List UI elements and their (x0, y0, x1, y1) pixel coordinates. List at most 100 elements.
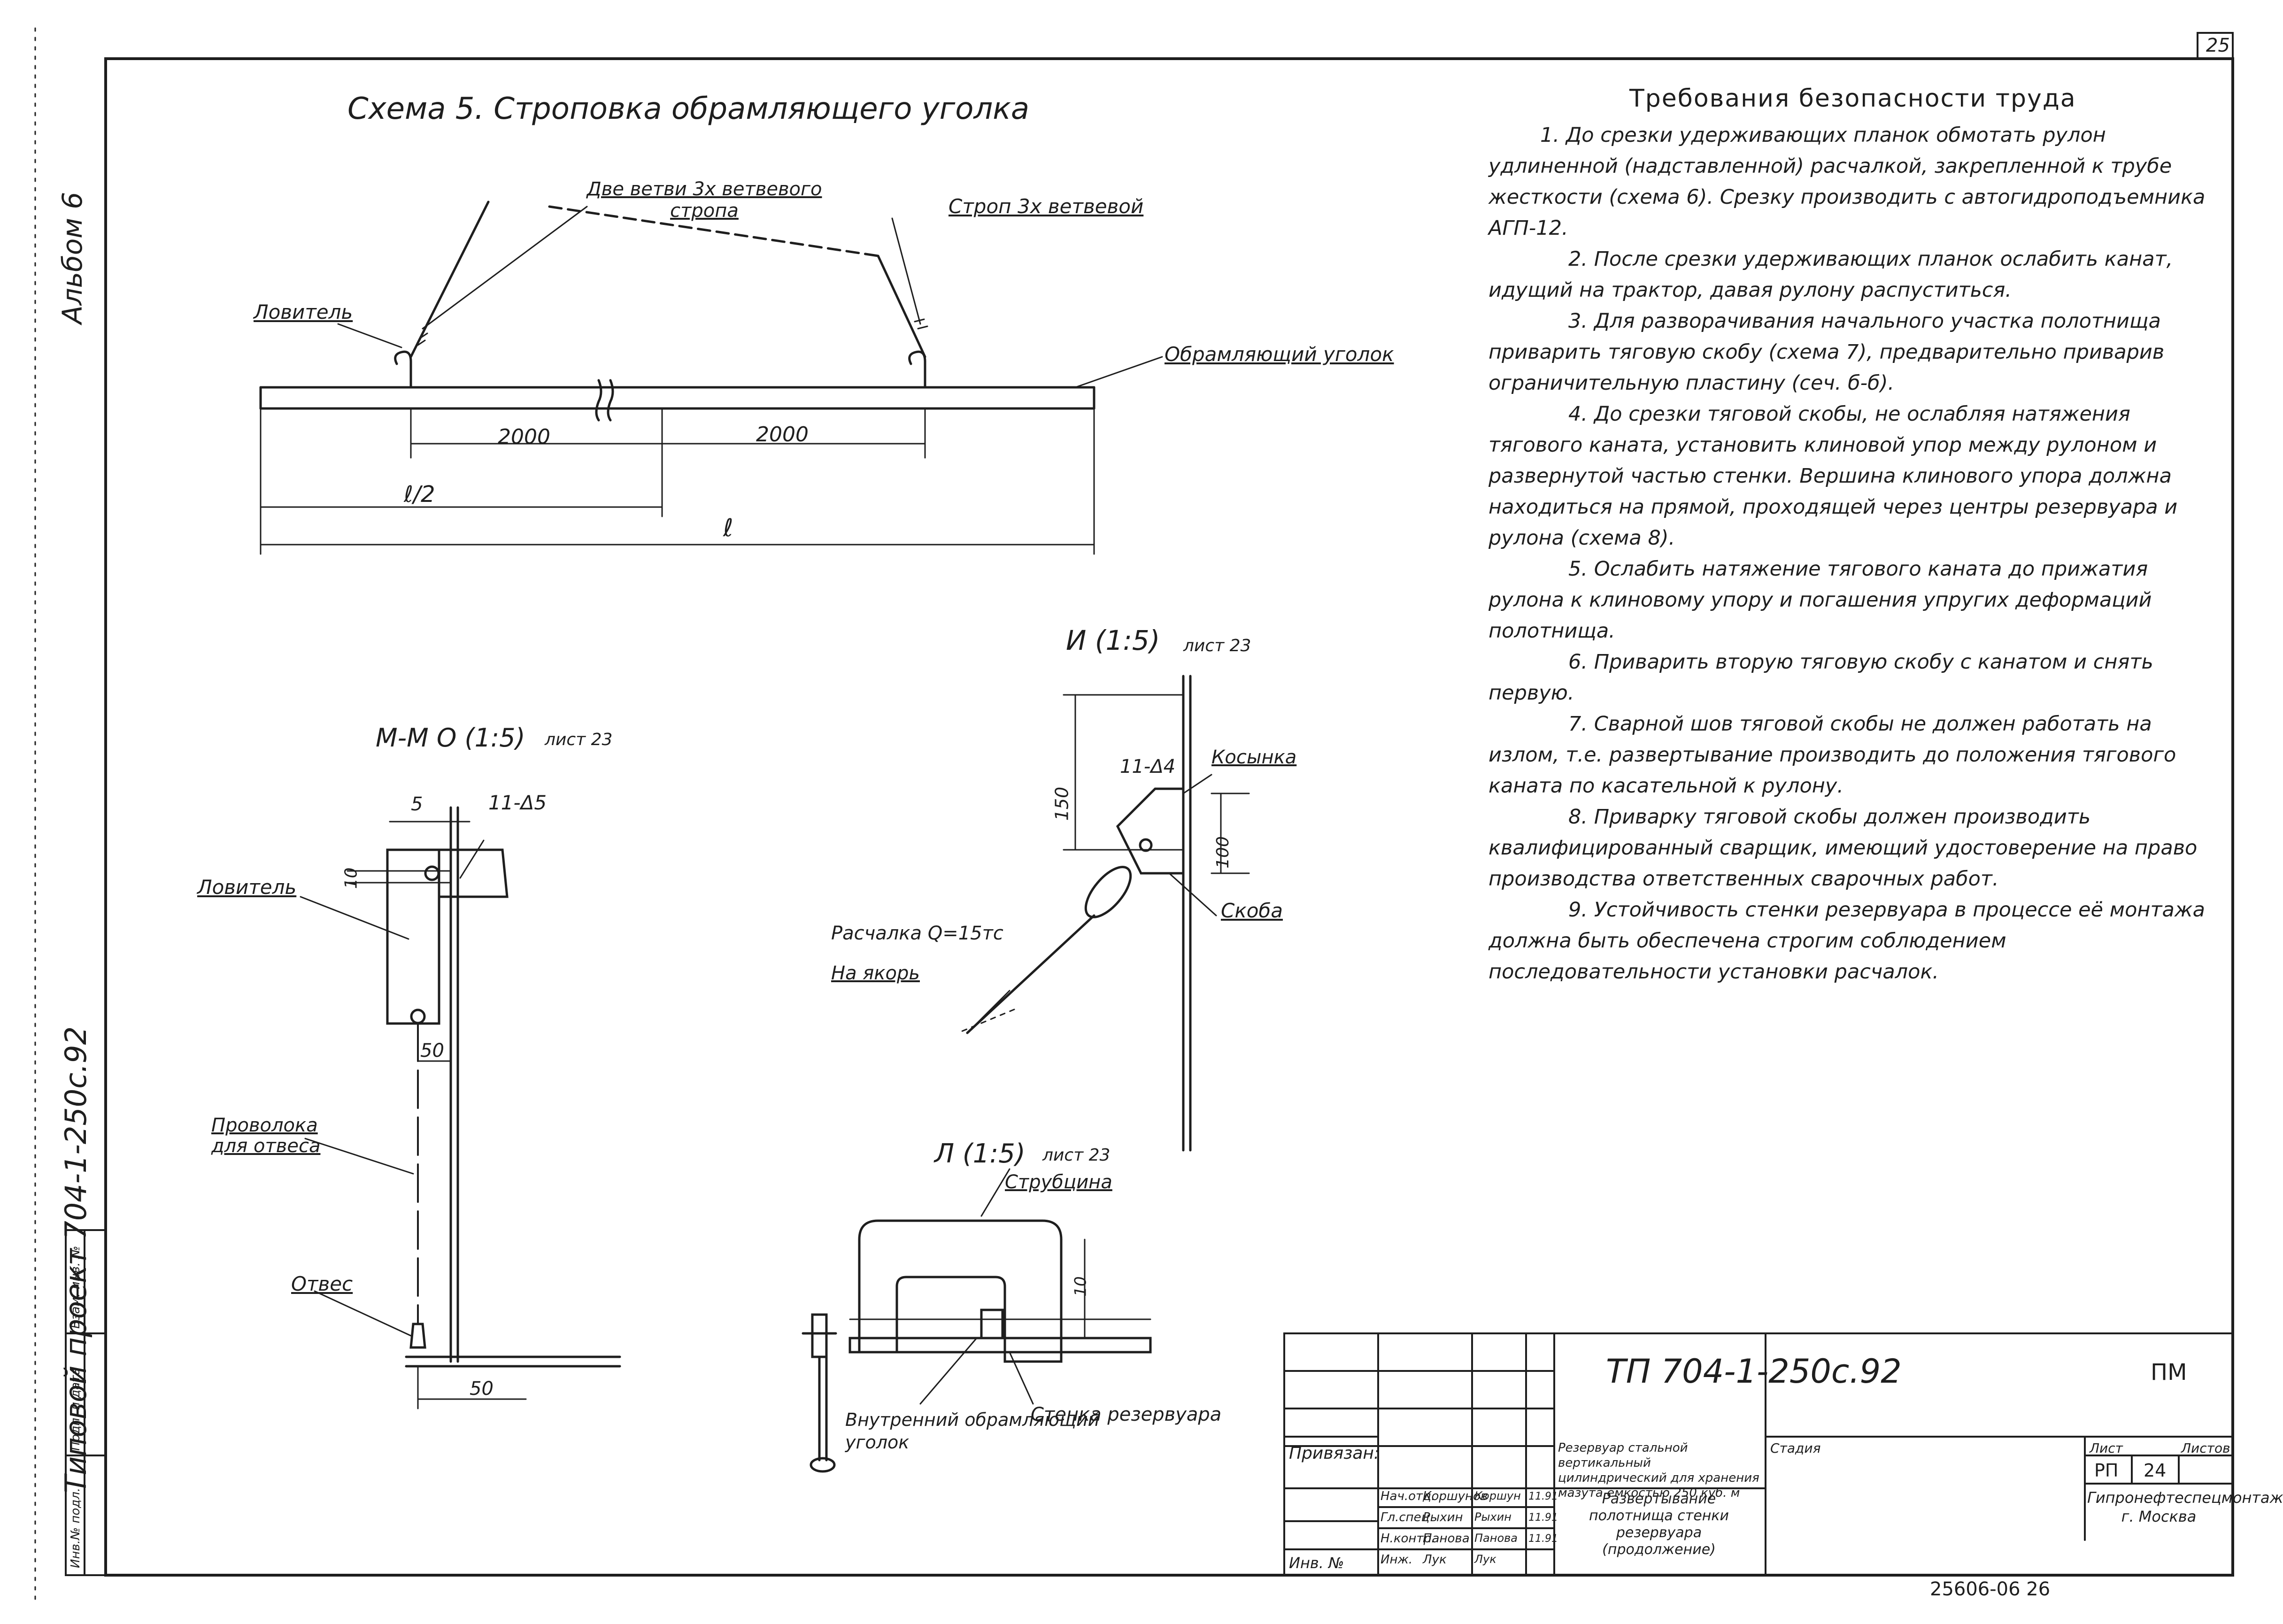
catcher-right (908, 350, 926, 389)
tb-date-1: 11.91 (1528, 1491, 1558, 1502)
tb-code: ТП 704-1-250с.92 (1606, 1352, 1902, 1391)
requirement-2: 2. После срезки удерживающих планок осла… (1489, 247, 2173, 302)
tb-role-4: Инж. (1381, 1553, 1413, 1567)
tb-org: Гипронефтеспецмонтаж г. Москва (2087, 1489, 2283, 1525)
i-anchor: На якорь (831, 962, 920, 984)
requirement-5: 5. Ослабить натяжение тягового каната до… (1489, 557, 2152, 643)
i-dim-100: 100 (1213, 836, 1233, 869)
mmo-catcher: Ловитель (197, 876, 297, 899)
clamp-body (858, 1219, 1063, 1363)
tb-signature-2: Рыхин (1474, 1510, 1512, 1524)
tb-name-3: Панова (1423, 1532, 1470, 1546)
mmo-sheet-ref: лист 23 (545, 730, 613, 749)
tb-signature-4: Лук (1474, 1553, 1496, 1566)
label-two-branches: Две ветви 3х ветвевого стропа (586, 178, 822, 222)
dim-2000a: 2000 (498, 425, 550, 449)
i-title: И (1:5) (1066, 624, 1160, 656)
sling-branch-long (548, 205, 879, 257)
tb-approved: Привязан: (1289, 1444, 1380, 1463)
catcher-hole-top (424, 865, 440, 881)
tb-description: Резервуар стальной вертикальный цилиндри… (1558, 1441, 1759, 1500)
tb-signature-3: Панова (1474, 1532, 1518, 1545)
tb-name-2: Рыхин (1423, 1510, 1463, 1524)
sling-branch-left (409, 200, 490, 358)
label-sling: Строп 3х ветвевой (949, 195, 1144, 218)
tb-name-4: Лук (1423, 1553, 1447, 1567)
tb-role-1: Нач.отд. (1381, 1489, 1435, 1503)
detail-l-drawing (802, 1168, 1152, 1473)
tb-sheet-header: Лист (2090, 1440, 2123, 1456)
mmo-dim-10: 10 (341, 867, 361, 889)
detail-i-drawing (957, 675, 1250, 1152)
i-guy: Расчалка Q=15тс (831, 923, 1003, 944)
tb-date-3: 11.91 (1528, 1533, 1558, 1545)
mmo-weld: 11-Δ5 (488, 791, 547, 814)
scheme5-title: Схема 5. Строповка обрамляющего уголка (347, 92, 1030, 126)
clamp-screw (811, 1313, 828, 1358)
drawing-frame (104, 57, 2234, 1577)
side-col-replace: Взам. инв. № (69, 1246, 83, 1329)
i-weld: 11-Δ4 (1120, 756, 1176, 777)
tb-stage-header: Стадия (1770, 1440, 1821, 1456)
i-bracket: Скоба (1221, 899, 1283, 922)
dim-half: ℓ/2 (404, 481, 435, 508)
page-number: 25 (2206, 35, 2230, 56)
mmo-plumb: Отвес (291, 1272, 353, 1295)
i-gusset: Косынка (1211, 747, 1297, 768)
side-note: Альбом 6 (56, 192, 88, 324)
tb-sheets-header: Листов (2181, 1440, 2230, 1456)
dim-full: ℓ (723, 514, 733, 542)
label-angle: Обрамляющий уголок (1165, 343, 1394, 366)
tb-stage: РП (2094, 1460, 2119, 1481)
tb-name-1: Коршунов (1423, 1489, 1488, 1503)
requirement-9: 9. Устойчивость стенки резервуара в проц… (1489, 898, 2205, 984)
l-inner-angle: Внутренний обрамляющий уголок (845, 1409, 1100, 1453)
requirement-3: 3. Для разворачивания начального участка… (1489, 309, 2165, 395)
requirement-6: 6. Приварить вторую тяговую скобу с кана… (1489, 650, 2153, 705)
detail-mmo-drawing (300, 806, 621, 1409)
mmo-dim-50a: 50 (420, 1040, 444, 1062)
l-sheet-ref: лист 23 (1042, 1146, 1111, 1165)
tb-archive: 25606-06 26 (1930, 1578, 2051, 1600)
guy-rope (966, 914, 1095, 1034)
side-stamp (65, 1229, 107, 1576)
mmo-dim-50b: 50 (470, 1378, 494, 1400)
requirement-1: 1. До срезки удерживающих планок обмотат… (1489, 123, 2206, 240)
tb-signature-1: Коршун (1474, 1489, 1521, 1502)
plumb-bob (409, 1323, 426, 1349)
bracket-shackle (1084, 866, 1132, 918)
mmo-title: М-М О (1:5) (376, 723, 525, 753)
label-catcher-s5: Ловитель (254, 300, 353, 323)
inner-angle (848, 1337, 1152, 1354)
catcher-left (394, 350, 412, 389)
requirements-title: Требования безопасности труда (1629, 85, 2076, 113)
requirement-8: 8. Приварку тяговой скобы должен произво… (1489, 805, 2198, 891)
catcher-hole-bottom (410, 1008, 426, 1024)
requirement-4: 4. До срезки тяговой скобы, не ослабляя … (1489, 402, 2178, 550)
l-clamp: Струбцина (1005, 1171, 1112, 1193)
gusset (1116, 787, 1185, 875)
side-col-sign: Подп. и дата (69, 1367, 83, 1451)
l-tank-wall: Стенка резервуара (1031, 1404, 1222, 1425)
i-dim-150: 150 (1051, 786, 1072, 821)
mmo-dim-5: 5 (411, 793, 423, 815)
tb-role-2: Гл.спец (1381, 1510, 1430, 1524)
scheme5-drawing (259, 200, 1163, 555)
tb-inv: Инв. № (1289, 1554, 1344, 1572)
dim-2000b: 2000 (756, 423, 809, 446)
page-number-box (2197, 32, 2234, 60)
angle-bar-break (595, 379, 602, 422)
requirement-7: 7. Сварной шов тяговой скобы не должен р… (1489, 712, 2176, 798)
tb-role-3: Н.контр. (1381, 1532, 1435, 1546)
title-block-grid (1283, 1332, 2234, 1576)
tb-code-suffix: ПМ (2151, 1359, 2187, 1385)
tb-drawing-title: Развертывание полотнища стенки резервуар… (1589, 1491, 1729, 1558)
tb-sheet: 24 (2144, 1460, 2167, 1481)
sling-branch-right (877, 254, 926, 358)
catcher-plate (386, 848, 440, 1025)
mmo-wire: Проволока для отвеса (211, 1115, 321, 1157)
side-col-inv: Инв.№ подл. (69, 1487, 83, 1568)
l-dim-10: 10 (1071, 1276, 1090, 1297)
requirements-list: 1. До срезки удерживающих планок обмотат… (1489, 120, 2221, 987)
